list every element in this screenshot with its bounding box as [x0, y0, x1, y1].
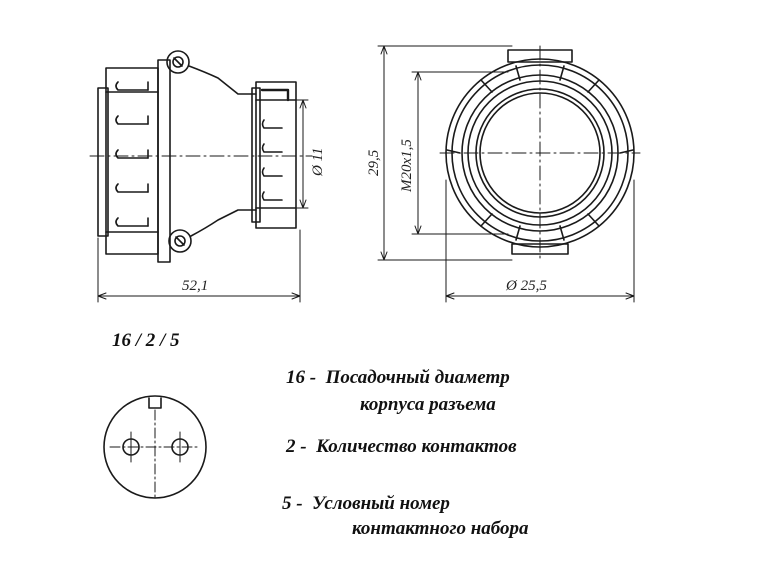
legend-lead: 16 -: [286, 367, 317, 388]
side-view: [89, 50, 313, 303]
legend-line: Условный номер: [312, 493, 450, 514]
dim-length-label: 52,1: [182, 278, 208, 294]
front-view: [377, 45, 641, 303]
legend-line: Посадочный диаметр: [325, 367, 510, 388]
legend-item-3-cont: контактного набора: [352, 518, 528, 540]
legend-line: Количество контактов: [316, 436, 517, 457]
contact-layout: [103, 395, 207, 501]
back-nut-ribs: [261, 119, 283, 201]
dim-large-diameter-label: Ø 25,5: [505, 278, 547, 294]
legend-line: корпуса разъема: [360, 394, 496, 415]
legend-item-1-cont: корпуса разъема: [360, 394, 496, 416]
connector-code: 16 / 2 / 5: [112, 330, 180, 351]
legend-line: контактного набора: [352, 518, 529, 539]
mounting-hole-bottom: [168, 229, 192, 253]
rim-ticks: [446, 65, 634, 241]
dim-height-label: 29,5: [366, 149, 382, 176]
dim-small-diameter-label: Ø 11: [310, 148, 326, 177]
legend-item-3: 5 - Условный номер: [282, 493, 450, 515]
mounting-hole-top: [166, 50, 190, 74]
dim-thread-label: M20x1,5: [399, 139, 415, 193]
legend-item-1: 16 - Посадочный диаметр: [286, 367, 510, 389]
legend-lead: 2 -: [286, 436, 307, 457]
legend-item-2: 2 - Количество контактов: [286, 436, 517, 458]
legend-lead: 5 -: [282, 493, 303, 514]
knurl-ribs: [115, 81, 149, 227]
